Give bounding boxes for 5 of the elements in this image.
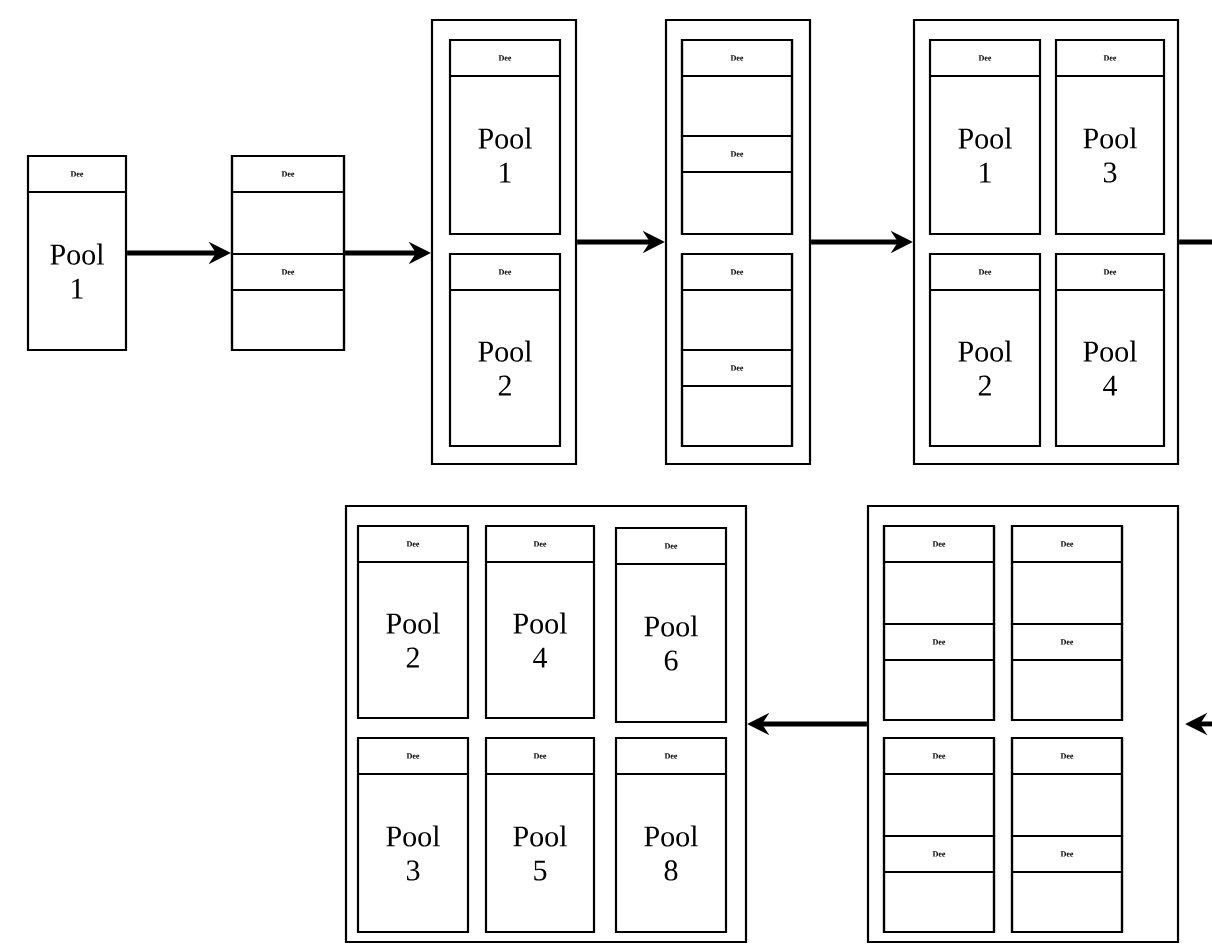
container-box <box>664 18 812 466</box>
container-box <box>866 504 1180 944</box>
container-box <box>912 18 1180 466</box>
container-box <box>344 504 748 944</box>
container-box <box>430 18 578 466</box>
